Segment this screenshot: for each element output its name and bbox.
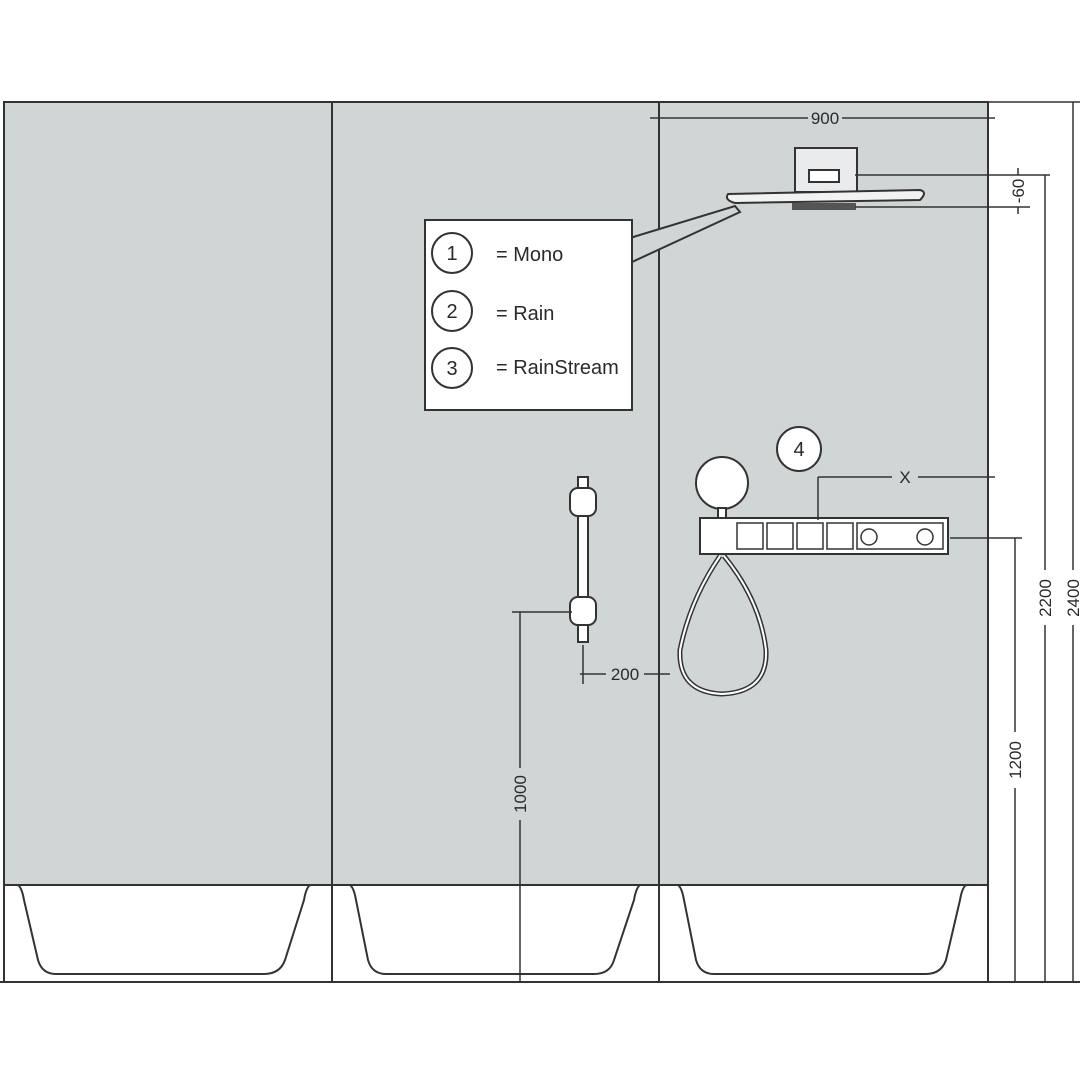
dimension-2400: 2400 xyxy=(1064,579,1080,617)
legend-label-1: = Mono xyxy=(496,244,563,266)
thermostat-button-4 xyxy=(826,522,854,550)
rail-bracket-top xyxy=(569,487,597,517)
hand-shower-head xyxy=(695,456,749,510)
callout-4-number: 4 xyxy=(793,439,804,461)
thermostat-knob-left xyxy=(860,528,878,546)
dimension-900: 900 xyxy=(811,109,839,128)
legend-number-3: 3 xyxy=(446,358,457,380)
bathtub-left xyxy=(3,884,333,983)
dimension-1000: 1000 xyxy=(511,775,530,813)
thermostat-knob-right xyxy=(916,528,934,546)
thermostat-panel xyxy=(699,517,949,555)
bathtubs xyxy=(0,884,1080,983)
legend-circle-3 xyxy=(431,347,473,389)
wall-panel-left xyxy=(3,101,333,886)
legend-number-1: 1 xyxy=(446,243,457,265)
legend-label-2: = Rain xyxy=(496,303,554,325)
callout-4: 4 xyxy=(776,426,822,472)
shower-hose-inner xyxy=(678,555,768,696)
dimension-2200: 2200 xyxy=(1036,579,1055,617)
callout-4-circle xyxy=(776,426,822,472)
hand-shower-rail xyxy=(569,476,597,643)
thermostat-button-3 xyxy=(796,522,824,550)
legend-label-3: = RainStream xyxy=(496,357,619,379)
rail-bar xyxy=(577,476,589,643)
dimension-lines xyxy=(512,101,1080,982)
thermostat-button-1 xyxy=(736,522,764,550)
thermostat-button-2 xyxy=(766,522,794,550)
dimension-labels: 900 -60 X 200 1000 1200 2200 2400 xyxy=(511,109,1080,813)
shower-head-nozzles xyxy=(792,203,856,210)
legend-circle-2 xyxy=(431,290,473,332)
dimension-1200: 1200 xyxy=(1006,741,1025,779)
rail-bracket-bottom xyxy=(569,596,597,626)
legend-number-2: 2 xyxy=(446,301,457,323)
shower-arm-block xyxy=(808,169,840,183)
legend-circle-1 xyxy=(431,232,473,274)
bathtub-middle xyxy=(331,884,660,983)
shower-head-plate xyxy=(725,188,925,205)
dimension-200: 200 xyxy=(611,665,639,684)
overhead-shower-head xyxy=(725,147,925,210)
dimension-x: X xyxy=(899,468,910,487)
legend: 1 = Mono 2 = Rain 3 = RainStream xyxy=(424,204,742,411)
bathtub-right xyxy=(658,884,989,983)
dimension-minus-60: -60 xyxy=(1009,179,1028,204)
